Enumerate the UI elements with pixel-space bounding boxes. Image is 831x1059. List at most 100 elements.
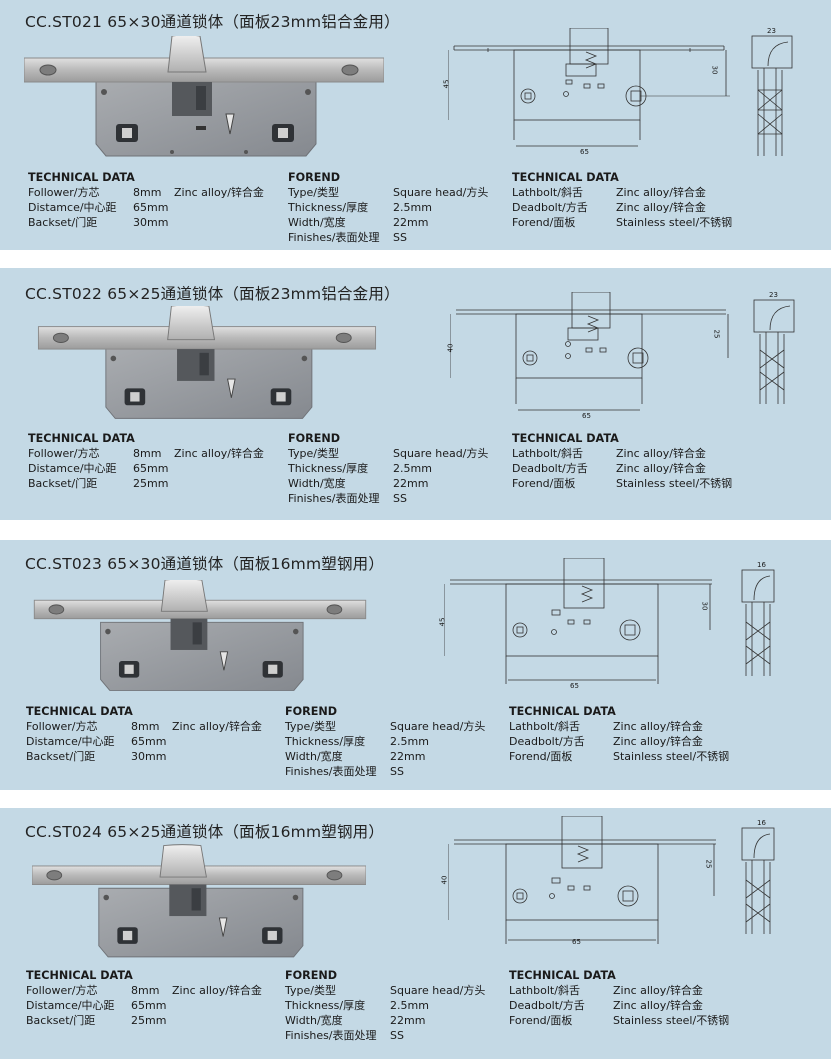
section-heading: TECHNICAL DATA	[28, 432, 135, 445]
spec-extra: Zinc alloy/锌合金	[174, 447, 264, 460]
spec-value: SS	[393, 231, 407, 244]
front-technical-drawing	[448, 28, 730, 147]
lock-body-photo	[33, 580, 367, 691]
spec-label: Backset/门距	[28, 477, 98, 490]
spec-label: Lathbolt/斜舌	[512, 447, 583, 460]
spec-label: Finishes/表面处理	[285, 765, 377, 778]
spec-label: Type/类型	[288, 186, 339, 199]
spec-label: Width/宽度	[288, 477, 346, 490]
spec-label: Backset/门距	[26, 1014, 96, 1027]
spec-value: Zinc alloy/锌合金	[613, 984, 703, 997]
spec-value: Square head/方头	[390, 720, 486, 733]
spec-label: Width/宽度	[285, 1014, 343, 1027]
dim-backset: 25	[712, 329, 721, 339]
spec-label: Thickness/厚度	[288, 462, 369, 475]
product-panel-st024: CC.ST024 65×25通道锁体（面板16mm塑钢用） 40 2	[0, 808, 831, 1059]
spec-label: Lathbolt/斜舌	[512, 186, 583, 199]
dim-height: 45	[442, 79, 451, 89]
dim-height: 40	[440, 875, 449, 885]
lock-body-photo	[37, 306, 377, 419]
spec-value: 8mm	[131, 984, 160, 997]
spec-label: Deadbolt/方舌	[512, 462, 588, 475]
spec-value: 65mm	[131, 735, 167, 748]
spec-value: Square head/方头	[390, 984, 486, 997]
product-panel-st022: CC.ST022 65×25通道锁体（面板23mm铝合金用）	[0, 268, 831, 520]
spec-value: Square head/方头	[393, 447, 489, 460]
spec-label: Forend/面板	[509, 1014, 573, 1027]
spec-value: Zinc alloy/锌合金	[613, 999, 703, 1012]
lock-body-photo	[32, 844, 366, 958]
spec-label: Lathbolt/斜舌	[509, 720, 580, 733]
product-panel-st023: CC.ST023 65×30通道锁体（面板16mm塑钢用） 45 3	[0, 540, 831, 790]
spec-value: Zinc alloy/锌合金	[613, 735, 703, 748]
product-panel-st021: CC.ST021 65×30通道锁体（面板23mm铝合金用）	[0, 0, 831, 250]
dim-backset: 25	[704, 859, 713, 869]
dim-forend-width: 23	[769, 291, 778, 299]
spec-value: 30mm	[131, 750, 167, 763]
spec-label: Backset/门距	[28, 216, 98, 229]
product-title: CC.ST024 65×25通道锁体（面板16mm塑钢用）	[25, 823, 385, 841]
spec-label: Deadbolt/方舌	[509, 735, 585, 748]
dim-distance: 65	[572, 938, 581, 946]
spec-extra: Zinc alloy/锌合金	[174, 186, 264, 199]
section-heading: TECHNICAL DATA	[512, 432, 619, 445]
dim-forend-width: 23	[767, 27, 776, 35]
dim-height: 40	[446, 343, 455, 353]
side-profile-drawing	[753, 299, 795, 404]
spec-value: Zinc alloy/锌合金	[616, 447, 706, 460]
dim-forend-width: 16	[757, 819, 766, 827]
spec-value: 25mm	[133, 477, 169, 490]
spec-label: Finishes/表面处理	[288, 231, 380, 244]
spec-value: 65mm	[133, 462, 169, 475]
technical-data-block-materials: TECHNICAL DATA Lathbolt/斜舌 Zinc alloy/锌合金…	[509, 704, 739, 764]
spec-value: 65mm	[133, 201, 169, 214]
spec-value: 25mm	[131, 1014, 167, 1027]
spec-label: Type/类型	[288, 447, 339, 460]
spec-value: 8mm	[131, 720, 160, 733]
spec-label: Thickness/厚度	[285, 735, 366, 748]
section-heading: FOREND	[288, 171, 341, 184]
spec-value: 8mm	[133, 447, 162, 460]
spec-value: Stainless steel/不锈钢	[616, 477, 733, 490]
section-heading: TECHNICAL DATA	[509, 705, 616, 718]
spec-label: Backset/门距	[26, 750, 96, 763]
spec-label: Follower/方芯	[28, 186, 100, 199]
spec-label: Distamce/中心距	[26, 735, 115, 748]
spec-label: Distamce/中心距	[28, 201, 117, 214]
spec-label: Thickness/厚度	[285, 999, 366, 1012]
spec-value: Zinc alloy/锌合金	[616, 201, 706, 214]
spec-value: SS	[393, 492, 407, 505]
spec-label: Finishes/表面处理	[288, 492, 380, 505]
spec-value: Stainless steel/不锈钢	[616, 216, 733, 229]
dim-distance: 65	[570, 682, 579, 690]
product-title: CC.ST022 65×25通道锁体（面板23mm铝合金用）	[25, 285, 400, 303]
spec-value: 2.5mm	[393, 201, 432, 214]
spec-value: Square head/方头	[393, 186, 489, 199]
spec-value: SS	[390, 765, 404, 778]
spec-label: Width/宽度	[285, 750, 343, 763]
section-heading: FOREND	[285, 969, 338, 982]
spec-label: Distamce/中心距	[26, 999, 115, 1012]
product-title: CC.ST021 65×30通道锁体（面板23mm铝合金用）	[25, 13, 400, 31]
side-profile-drawing	[741, 827, 775, 934]
spec-extra: Zinc alloy/锌合金	[172, 984, 262, 997]
spec-label: Finishes/表面处理	[285, 1029, 377, 1042]
spec-value: Stainless steel/不锈钢	[613, 750, 730, 763]
spec-label: Thickness/厚度	[288, 201, 369, 214]
section-heading: FOREND	[285, 705, 338, 718]
spec-label: Follower/方芯	[28, 447, 100, 460]
side-profile-drawing	[751, 35, 793, 156]
spec-value: 65mm	[131, 999, 167, 1012]
front-technical-drawing	[450, 292, 729, 411]
spec-label: Width/宽度	[288, 216, 346, 229]
spec-label: Forend/面板	[509, 750, 573, 763]
spec-value: 22mm	[393, 216, 429, 229]
spec-value: Stainless steel/不锈钢	[613, 1014, 730, 1027]
